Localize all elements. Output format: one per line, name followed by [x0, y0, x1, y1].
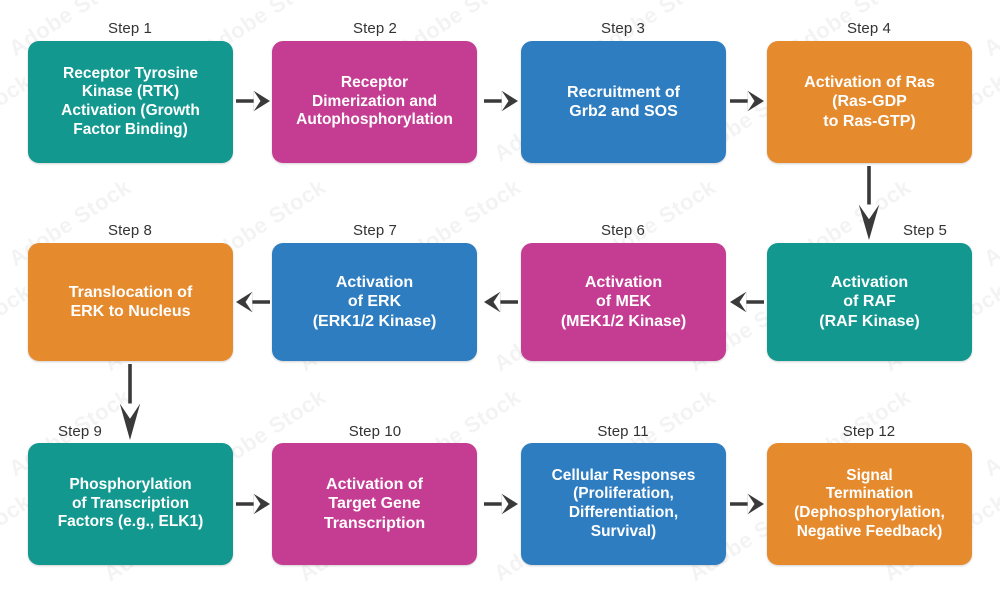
step-label-3: Step 3	[601, 20, 645, 37]
arrow-shape	[236, 90, 270, 112]
step-label-5: Step 5	[903, 222, 947, 239]
step-box-text-8: Translocation of ERK to Nucleus	[68, 283, 193, 320]
step-box-5[interactable]: Activation of RAF (RAF Kinase)	[767, 243, 972, 361]
arrow-step11-to-step12	[730, 493, 764, 515]
step-box-text-12: Signal Termination (Dephosphorylation, N…	[794, 466, 945, 540]
step-box-8[interactable]: Translocation of ERK to Nucleus	[28, 243, 233, 361]
step-box-7[interactable]: Activation of ERK (ERK1/2 Kinase)	[272, 243, 477, 361]
arrow-step1-to-step2	[236, 90, 270, 112]
arrow-shape	[484, 291, 518, 313]
step-box-text-5: Activation of RAF (RAF Kinase)	[819, 274, 920, 330]
step-label-11: Step 11	[597, 423, 649, 440]
step-box-9[interactable]: Phosphorylation of Transcription Factors…	[28, 443, 233, 565]
watermark-tile: Adobe Stock	[394, 594, 526, 600]
arrow-step4-to-step5	[858, 166, 880, 240]
step-box-text-11: Cellular Responses (Proliferation, Diffe…	[551, 466, 696, 540]
step-box-text-9: Phosphorylation of Transcription Factors…	[57, 476, 204, 531]
arrow-shape	[730, 493, 764, 515]
arrow-step8-to-step9	[119, 364, 141, 440]
step-box-4[interactable]: Activation of Ras (Ras-GDP to Ras-GTP)	[767, 41, 972, 163]
step-box-10[interactable]: Activation of Target Gene Transcription	[272, 443, 477, 565]
arrow-shape	[730, 291, 764, 313]
watermark-tile: Adobe Stock	[979, 594, 1000, 600]
arrow-step2-to-step3	[484, 90, 518, 112]
arrow-head-notch	[253, 493, 261, 515]
step-box-3[interactable]: Recruitment of Grb2 and SOS	[521, 41, 726, 163]
step-box-text-6: Activation of MEK (MEK1/2 Kinase)	[560, 274, 687, 330]
step-box-1[interactable]: Receptor Tyrosine Kinase (RTK) Activatio…	[28, 41, 233, 163]
watermark-tile: Adobe Stock	[4, 594, 136, 600]
arrow-step5-to-step6	[730, 291, 764, 313]
step-label-7: Step 7	[353, 222, 397, 239]
arrow-shape	[119, 364, 141, 440]
step-label-10: Step 10	[348, 423, 402, 440]
step-box-text-1: Receptor Tyrosine Kinase (RTK) Activatio…	[61, 64, 200, 138]
arrow-shape	[730, 90, 764, 112]
arrow-shape	[236, 493, 270, 515]
watermark-tile: Adobe Stock	[199, 594, 331, 600]
step-box-text-3: Recruitment of Grb2 and SOS	[567, 83, 680, 120]
arrow-step10-to-step11	[484, 493, 518, 515]
arrow-shape	[236, 291, 270, 313]
watermark-tile: Adobe Stock	[589, 594, 721, 600]
step-label-12: Step 12	[842, 423, 896, 440]
step-box-text-2: Receptor Dimerization and Autophosphoryl…	[296, 74, 453, 129]
step-box-12[interactable]: Signal Termination (Dephosphorylation, N…	[767, 443, 972, 565]
arrow-head-notch	[747, 90, 755, 112]
arrow-head-notch	[747, 493, 755, 515]
arrow-shape	[484, 493, 518, 515]
arrow-head-notch	[858, 204, 880, 220]
arrow-head-notch	[119, 403, 141, 419]
step-box-text-10: Activation of Target Gene Transcription	[323, 476, 426, 532]
arrow-shape	[858, 166, 880, 240]
step-label-1: Step 1	[108, 20, 152, 37]
arrow-step9-to-step10	[236, 493, 270, 515]
step-label-6: Step 6	[601, 222, 645, 239]
arrow-head-notch	[739, 291, 747, 313]
arrow-head-notch	[501, 493, 509, 515]
watermark-tile: Adobe Stock	[979, 0, 1000, 62]
arrow-step6-to-step7	[484, 291, 518, 313]
step-box-text-4: Activation of Ras (Ras-GDP to Ras-GTP)	[804, 74, 935, 130]
arrow-shape	[484, 90, 518, 112]
step-label-2: Step 2	[353, 20, 397, 37]
arrow-head-notch	[253, 90, 261, 112]
arrow-head-notch	[493, 291, 501, 313]
step-box-2[interactable]: Receptor Dimerization and Autophosphoryl…	[272, 41, 477, 163]
step-label-4: Step 4	[847, 20, 891, 37]
arrow-head-notch	[245, 291, 253, 313]
step-box-11[interactable]: Cellular Responses (Proliferation, Diffe…	[521, 443, 726, 565]
step-box-6[interactable]: Activation of MEK (MEK1/2 Kinase)	[521, 243, 726, 361]
step-label-8: Step 8	[108, 222, 152, 239]
arrow-head-notch	[501, 90, 509, 112]
arrow-step3-to-step4	[730, 90, 764, 112]
step-box-text-7: Activation of ERK (ERK1/2 Kinase)	[312, 274, 437, 330]
step-label-9: Step 9	[58, 423, 102, 440]
watermark-tile: Adobe Stock	[979, 174, 1000, 272]
arrow-step7-to-step8	[236, 291, 270, 313]
watermark-tile: Adobe Stock	[979, 384, 1000, 482]
watermark-tile: Adobe Stock	[784, 594, 916, 600]
